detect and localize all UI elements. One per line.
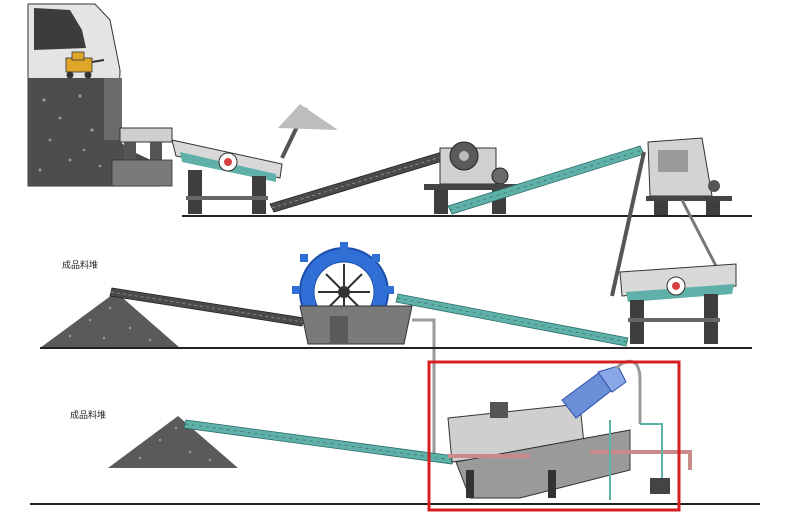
finished-sand-pile-lower	[108, 416, 238, 468]
finished-sand-pile-upper	[40, 292, 180, 348]
finished-pile-label-lower: 成品料堆	[70, 409, 106, 421]
row-1-crushing-stage	[27, 3, 752, 217]
return-conveyors	[610, 151, 718, 297]
belt-conveyor-to-upper-pile	[109, 287, 305, 327]
belt-conveyor-to-jaw-crusher	[269, 151, 447, 213]
highlight-frame-fine-sand-recovery	[427, 360, 681, 512]
jaw-crusher	[424, 141, 520, 214]
secondary-vibrating-screen	[619, 263, 737, 344]
fine-sand-recycling-machine	[447, 402, 692, 499]
primary-vibrating-screen	[171, 139, 283, 214]
belt-conveyor-to-secondary-screen	[395, 293, 629, 347]
belt-conveyor-to-lower-pile	[183, 419, 455, 465]
row-2-washing-stage: 成品料堆	[40, 242, 752, 458]
row-3-fine-sand-recovery: 成品料堆	[30, 359, 760, 505]
slurry-pipe	[412, 318, 452, 458]
hydrocyclone-icon	[561, 359, 642, 424]
impact-crusher	[646, 137, 732, 217]
excavator-icon	[65, 51, 105, 79]
finished-pile-label-upper: 成品料堆	[62, 259, 98, 271]
slurry-pump	[609, 420, 670, 500]
wheel-sand-washer	[292, 242, 413, 345]
stockpile-stacker-conveyor	[278, 104, 338, 159]
vibrating-feeder	[111, 127, 173, 187]
quarry-cliff	[27, 3, 161, 187]
